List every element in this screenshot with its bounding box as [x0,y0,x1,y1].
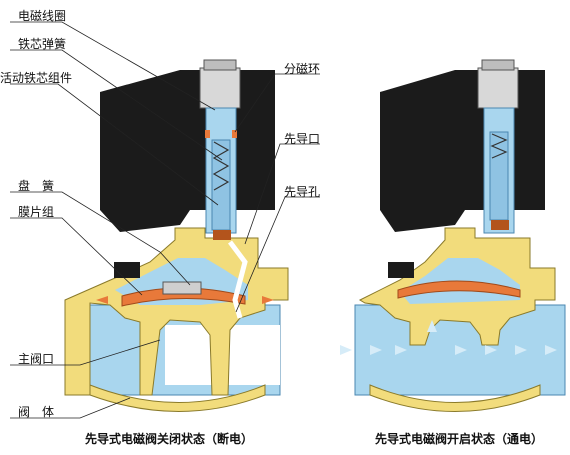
label-valve-body: 阀 体 [18,405,55,419]
open-core-tube [477,67,519,109]
open-core-spring [490,133,508,159]
closed-core-tube-top [203,59,237,71]
open-diaphragm [397,280,521,299]
closed-body-bottom [89,384,266,412]
leader-lines [10,21,320,419]
closed-pilot-seal [213,230,231,240]
closed-valve-body [64,227,289,396]
closed-flow-arrows [96,296,274,304]
open-core-tube-top [481,59,515,71]
closed-nub [114,262,140,278]
label-shading-ring: 分磁环 [284,62,321,76]
label-main-port: 主阀口 [18,352,55,366]
open-pilot-seal [491,220,509,230]
label-moving-core: 活动铁芯组件 [0,71,73,85]
closed-shading-ring-l [205,130,210,138]
closed-diaphragm-plate [162,281,202,295]
caption-closed: 先导式电磁阀关闭状态（断电） [85,432,254,446]
label-pilot-port: 先导口 [284,132,321,146]
closed-core-spring [212,141,230,191]
label-pilot-hole: 先导孔 [284,185,321,199]
label-diaphragm: 膜片组 [18,205,55,219]
closed-valve [64,59,289,412]
label-coil: 电磁线圈 [18,9,67,23]
open-valve [340,59,566,412]
label-disc-spring: 盘 簧 [18,179,55,193]
closed-diaphragm [121,287,246,307]
closed-shading-ring-r [232,130,237,138]
caption-open: 先导式电磁阀开启状态（通电） [375,432,544,446]
open-nub [388,262,414,278]
closed-core-tube [199,67,241,109]
open-body-bottom [369,384,541,412]
open-flow-arrows [340,320,557,355]
open-coil [380,70,545,232]
label-core-spring: 铁芯弹簧 [18,37,67,51]
